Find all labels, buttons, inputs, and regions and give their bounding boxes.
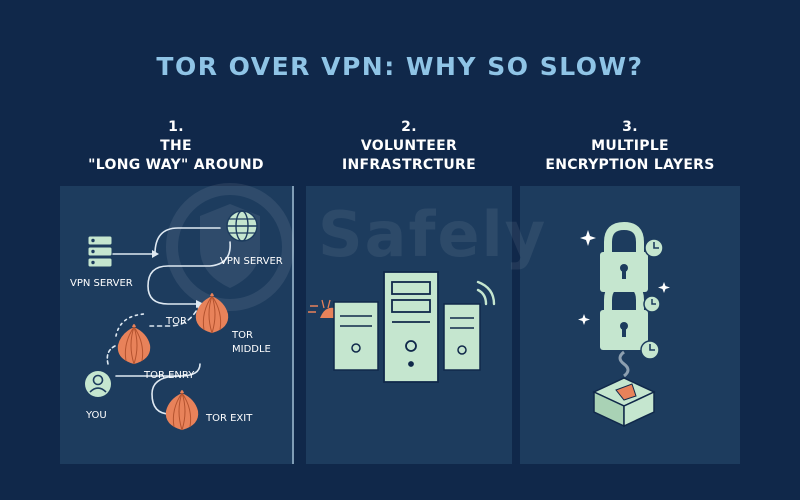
label-tor-exit: TOR EXIT bbox=[205, 413, 253, 424]
arrow-head-tor bbox=[196, 300, 204, 308]
route-path-tor-to-entry bbox=[149, 303, 201, 327]
server-tower-left bbox=[333, 301, 379, 371]
column-1-line2: "LONG WAY" AROUND bbox=[88, 157, 264, 173]
clock-icon-upper-right bbox=[643, 295, 661, 313]
server-stack-icon bbox=[87, 235, 113, 268]
label-vpn-server-right: VPN SERVER bbox=[220, 256, 283, 267]
server-tower-center bbox=[383, 271, 439, 383]
clock-icon-top bbox=[644, 238, 664, 258]
globe-icon bbox=[226, 210, 258, 242]
column-2-line2: INFRASTRCTURE bbox=[342, 157, 476, 173]
encryption-layers-illustration bbox=[578, 221, 670, 428]
arrow-head-vpn bbox=[152, 250, 159, 258]
open-box-icon bbox=[592, 377, 656, 428]
column-3-line2: ENCRYPTION LAYERS bbox=[545, 157, 715, 173]
server-tower-right bbox=[443, 303, 481, 371]
column-3-number: 3. bbox=[622, 119, 638, 135]
column-1-line1: THE bbox=[160, 138, 192, 154]
column-2-line1: VOLUNTEER bbox=[360, 138, 458, 154]
onion-icon-tor-entry bbox=[117, 324, 151, 365]
column-1-header: 1. THE "LONG WAY" AROUND bbox=[60, 118, 292, 175]
onion-icon-tor-exit bbox=[165, 390, 199, 431]
page-title: TOR OVER VPN: WHY SO SLOW? bbox=[156, 52, 644, 81]
label-vpn-server-left: VPN SERVER bbox=[70, 278, 133, 289]
label-tor-middle-2: MIDDLE bbox=[232, 344, 271, 355]
padlock-icon-top bbox=[600, 221, 648, 292]
watermark-text: Safely bbox=[318, 198, 548, 271]
route-path-entry-to-tor-dotted bbox=[115, 313, 145, 337]
route-path-you-to-exit bbox=[151, 375, 181, 415]
route-path-vpn-to-globe bbox=[107, 227, 221, 255]
padlock-icon-middle bbox=[600, 279, 648, 350]
route-path-globe-to-tor bbox=[147, 241, 231, 305]
column-3-header: 3. MULTIPLE ENCRYPTION LAYERS bbox=[520, 118, 740, 175]
squiggle-line bbox=[618, 350, 630, 378]
user-avatar-icon bbox=[85, 371, 111, 397]
column-3-line1: MULTIPLE bbox=[591, 138, 669, 154]
route-path-entry-to-you bbox=[106, 345, 116, 365]
column-2-header: 2. VOLUNTEER INFRASTRCTURE bbox=[306, 118, 512, 175]
clock-icon-lower-right bbox=[640, 340, 660, 360]
column-2-number: 2. bbox=[401, 119, 417, 135]
label-tor-middle-1: TOR bbox=[231, 330, 253, 341]
wifi-signal-icon bbox=[476, 280, 496, 306]
column-1-number: 1. bbox=[168, 119, 184, 135]
volunteer-servers-illustration bbox=[308, 271, 496, 383]
route-diagram: VPN SERVER VPN SERVER TOR TOR MIDDLE TOR… bbox=[70, 210, 283, 431]
label-you: YOU bbox=[85, 410, 107, 421]
onion-icon-tor-middle bbox=[195, 293, 229, 334]
sparkle-icons bbox=[578, 230, 670, 325]
label-tor: TOR bbox=[165, 316, 187, 327]
panel-divider bbox=[292, 186, 294, 464]
label-tor-entry: TOR ENRY bbox=[143, 370, 195, 381]
